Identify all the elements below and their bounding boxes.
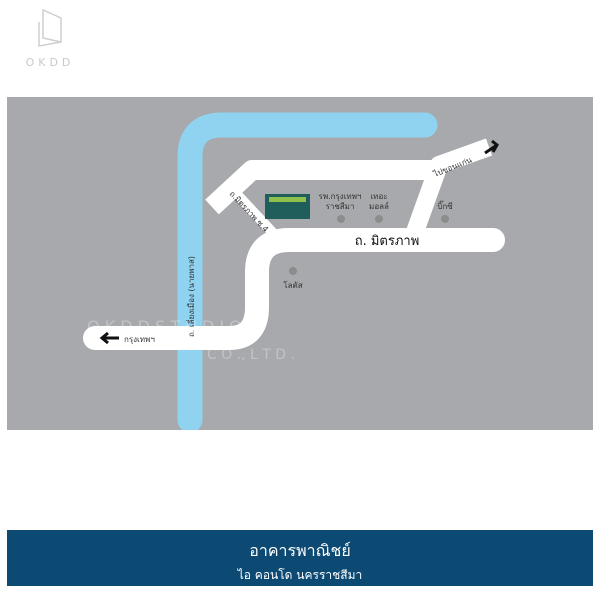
mittraphap-road-label: ถ. มิตรภาพ xyxy=(355,234,420,249)
arrow-right-icon xyxy=(484,139,499,155)
mall-label-2: มอลล์ xyxy=(369,201,389,211)
river xyxy=(177,112,438,430)
khon-kaen-road xyxy=(403,138,493,244)
arrow-left-icon xyxy=(99,331,119,345)
footer-banner: อาคารพาณิชย์ ไอ คอนโด นครราชสีมา xyxy=(7,530,593,586)
lotus-marker xyxy=(289,267,297,275)
watermark-line1: O K D D S T U D I O xyxy=(87,317,242,336)
watermark-line2: C O ., L T D . xyxy=(207,347,295,363)
mall-marker xyxy=(375,215,383,223)
hospital-marker xyxy=(337,215,345,223)
mall-label-1: เทอะ xyxy=(370,192,387,201)
bangkok-label: กรุงเทพฯ xyxy=(124,335,155,344)
location-map: รพ.กรุงเทพฯ ราชสีมา เทอะ มอลล์ บิ๊กซี โล… xyxy=(7,97,593,430)
hospital-label-1: รพ.กรุงเทพฯ xyxy=(319,192,362,201)
upper-road xyxy=(205,160,432,215)
lotus-label: โลตัส xyxy=(283,280,302,290)
footer-subtitle: ไอ คอนโด นครราชสีมา xyxy=(237,568,363,582)
hospital-label-2: ราชสีมา xyxy=(326,202,355,211)
map-background xyxy=(7,97,593,430)
project-sign-stripe xyxy=(269,197,306,202)
bigc-marker xyxy=(441,215,449,223)
logo-text: OKDD xyxy=(25,56,75,69)
mittraphap-road xyxy=(83,228,505,350)
bigc-label: บิ๊กซี xyxy=(437,200,453,211)
okdd-logo: OKDD xyxy=(20,8,80,69)
logo-door-icon xyxy=(38,8,62,47)
footer-title: อาคารพาณิชย์ xyxy=(249,541,351,560)
soi-road xyxy=(228,185,279,239)
bypass-road-label: ถ. เลี่ยงเมือง (นายพาส) xyxy=(185,256,196,337)
